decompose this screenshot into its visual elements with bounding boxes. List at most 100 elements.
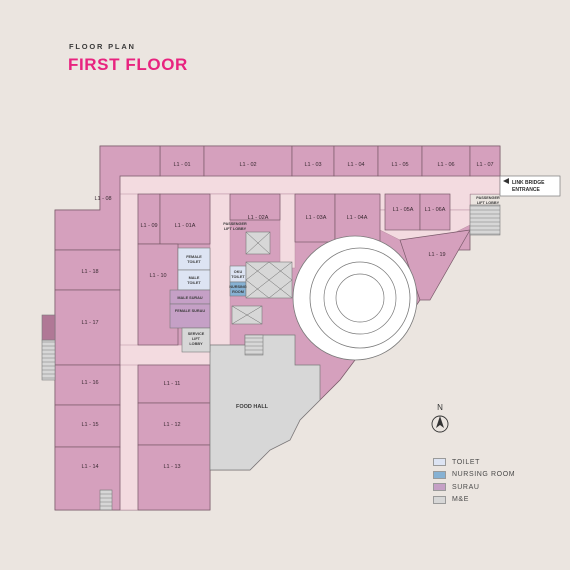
label-l1-01a: L1 - 01A bbox=[175, 223, 196, 229]
unit-l1-16 bbox=[54, 364, 121, 406]
label-l1-04a: L1 - 04A bbox=[347, 215, 368, 221]
unit-l1-06 bbox=[421, 145, 471, 177]
legend-swatch-nursing-room bbox=[433, 470, 446, 479]
compass-label: N bbox=[437, 403, 443, 412]
unit-l1-05a bbox=[384, 193, 421, 231]
legend-label: M&E bbox=[452, 496, 469, 504]
label-l1-07: L1 - 07 bbox=[476, 162, 493, 168]
north-arrow-icon bbox=[436, 416, 444, 428]
arrow-left-icon bbox=[503, 178, 509, 184]
atrium-core bbox=[335, 273, 385, 323]
unit-l1-06a bbox=[419, 193, 451, 231]
label-l1-03a: L1 - 03A bbox=[306, 215, 327, 221]
male-toilet bbox=[177, 269, 211, 291]
unit-l1-04 bbox=[333, 145, 379, 177]
label-male-surau: MALE SURAU bbox=[177, 296, 203, 300]
label-l1-05: L1 - 05 bbox=[391, 162, 408, 168]
label-passenger-lift-b-1: PASSENGER bbox=[476, 196, 500, 200]
stair-south bbox=[99, 489, 113, 511]
facility-labels: FOOD HALL FEMALE TOILET MALE TOILET MALE… bbox=[175, 196, 500, 410]
label-link-bridge: LINK BRIDGE bbox=[512, 180, 545, 186]
unit-l1-01a bbox=[159, 193, 211, 245]
entrance-label: LINK BRIDGE ENTRANCE bbox=[512, 180, 545, 193]
label-passenger-lift-b-2: LIFT LOBBY bbox=[477, 201, 500, 205]
unit-l1-05 bbox=[377, 145, 423, 177]
legend-swatch-mne bbox=[433, 495, 446, 504]
unit-l1-15 bbox=[54, 404, 121, 448]
female-toilet bbox=[177, 247, 211, 271]
label-l1-08: L1 - 08 bbox=[94, 196, 111, 202]
label-passenger-lift-a-1: PASSENGER bbox=[223, 222, 247, 226]
link-bridge-box bbox=[499, 175, 561, 197]
unit-l1-17 bbox=[54, 289, 121, 366]
lift-marks bbox=[231, 231, 293, 325]
unit-l1-09 bbox=[137, 193, 161, 245]
legend: TOILET NURSING ROOM SURAU M&E bbox=[433, 456, 515, 506]
atrium bbox=[292, 235, 418, 361]
unit-labels: L1 - 01 L1 - 02 L1 - 03 L1 - 04 L1 - 05 … bbox=[81, 162, 493, 470]
label-service-lift-3: LOBBY bbox=[189, 342, 203, 346]
legend-swatch-toilet bbox=[433, 458, 446, 467]
label-l1-18: L1 - 18 bbox=[81, 269, 98, 275]
label-l1-05a: L1 - 05A bbox=[393, 207, 414, 213]
label-l1-01: L1 - 01 bbox=[173, 162, 190, 168]
label-l1-02a: L1 - 02A bbox=[248, 215, 269, 221]
page-caption: FLOOR PLAN bbox=[69, 42, 136, 51]
label-l1-19: L1 - 19 bbox=[428, 252, 445, 258]
unit-l1-11 bbox=[137, 364, 211, 404]
unit-l1-07 bbox=[469, 145, 501, 177]
stair-mid bbox=[244, 334, 264, 356]
legend-label: TOILET bbox=[452, 458, 480, 466]
compass bbox=[431, 415, 449, 433]
unit-l1-03 bbox=[291, 145, 335, 177]
legend-item: TOILET bbox=[433, 456, 515, 469]
label-nursing-room-2: ROOM bbox=[232, 290, 244, 294]
label-l1-06: L1 - 06 bbox=[437, 162, 454, 168]
label-l1-02: L1 - 02 bbox=[239, 162, 256, 168]
label-l1-03: L1 - 03 bbox=[304, 162, 321, 168]
legend-item: NURSING ROOM bbox=[433, 469, 515, 482]
label-l1-12: L1 - 12 bbox=[163, 422, 180, 428]
legend-label: SURAU bbox=[452, 483, 480, 491]
label-l1-04: L1 - 04 bbox=[347, 162, 364, 168]
label-male-toilet-2: TOILET bbox=[187, 281, 201, 285]
unit-l1-03a bbox=[294, 193, 336, 243]
label-oku-toilet-1: OKU bbox=[234, 270, 243, 274]
unit-l1-02a bbox=[229, 193, 281, 221]
label-female-toilet-2: TOILET bbox=[187, 260, 201, 264]
corridor-center bbox=[209, 193, 231, 346]
female-surau bbox=[169, 303, 211, 329]
label-l1-06a: L1 - 06A bbox=[425, 207, 446, 213]
label-food-hall: FOOD HALL bbox=[236, 404, 269, 410]
label-nursing-room-1: NURSING bbox=[229, 285, 247, 289]
label-female-toilet-1: FEMALE bbox=[186, 255, 202, 259]
label-l1-14: L1 - 14 bbox=[81, 464, 98, 470]
legend-item: M&E bbox=[433, 494, 515, 507]
label-l1-16: L1 - 16 bbox=[81, 380, 98, 386]
legend-label: NURSING ROOM bbox=[452, 471, 516, 479]
unit-l1-01 bbox=[159, 145, 205, 177]
label-male-toilet-1: MALE bbox=[189, 276, 200, 280]
label-l1-17: L1 - 17 bbox=[81, 320, 98, 326]
unit-l1-12 bbox=[137, 402, 211, 446]
unit-l1-18 bbox=[54, 249, 121, 291]
label-passenger-lift-a-2: LIFT LOBBY bbox=[224, 227, 247, 231]
oku-toilet bbox=[229, 265, 247, 283]
label-l1-13: L1 - 13 bbox=[163, 464, 180, 470]
unit-l1-02 bbox=[203, 145, 293, 177]
legend-item: SURAU bbox=[433, 481, 515, 494]
page-title: FIRST FLOOR bbox=[68, 55, 188, 74]
label-l1-15: L1 - 15 bbox=[81, 422, 98, 428]
label-service-lift-1: SERVICE bbox=[188, 332, 205, 336]
stair-west bbox=[41, 339, 56, 381]
label-female-surau: FEMALE SURAU bbox=[175, 309, 205, 313]
label-service-lift-2: LIFT bbox=[192, 337, 201, 341]
label-entrance: ENTRANCE bbox=[512, 187, 540, 193]
label-l1-10: L1 - 10 bbox=[149, 273, 166, 279]
label-l1-11: L1 - 11 bbox=[164, 381, 181, 387]
stair-east bbox=[469, 204, 501, 236]
corridor-east bbox=[279, 193, 296, 269]
link-bridge bbox=[499, 175, 561, 197]
label-oku-toilet-2: TOILET bbox=[231, 275, 245, 279]
